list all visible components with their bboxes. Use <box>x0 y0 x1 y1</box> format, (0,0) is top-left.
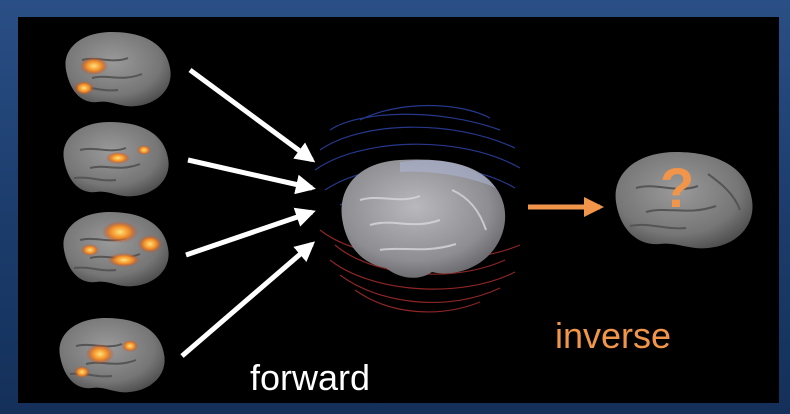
forward-arrow-3 <box>186 212 312 255</box>
source-brain-4 <box>59 318 164 392</box>
forward-arrow-4 <box>182 244 312 356</box>
source-brain-3 <box>63 212 168 286</box>
inverse-label: inverse <box>555 318 671 354</box>
head-model <box>315 106 520 312</box>
forward-arrow-1 <box>190 70 312 160</box>
source-brain-2 <box>63 122 168 196</box>
forward-label: forward <box>250 360 370 396</box>
forward-arrow-2 <box>188 160 312 188</box>
question-mark: ? <box>660 160 694 216</box>
source-brain-1 <box>65 32 170 106</box>
